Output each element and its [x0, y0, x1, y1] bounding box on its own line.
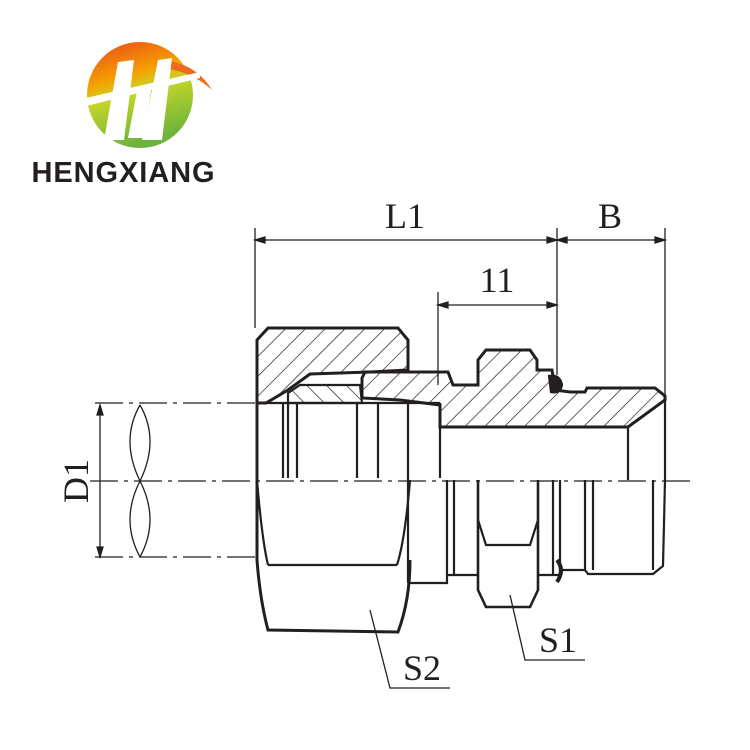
dimension-label-D1: D1 — [56, 459, 96, 503]
brand-name: HENGXIANG — [32, 157, 215, 189]
dimension-label-S1: S1 — [539, 620, 577, 660]
dimension-label-B: B — [598, 196, 622, 236]
dimension-label-l1: 11 — [480, 260, 515, 300]
hengxiang-logo: HENGXIANG — [32, 42, 215, 189]
logo-swoosh — [160, 60, 212, 90]
dimension-label-L1: L1 — [385, 196, 425, 236]
fitting-geometry — [255, 326, 667, 634]
dimension-label-S2: S2 — [403, 648, 441, 688]
dimension-lines — [90, 228, 690, 689]
